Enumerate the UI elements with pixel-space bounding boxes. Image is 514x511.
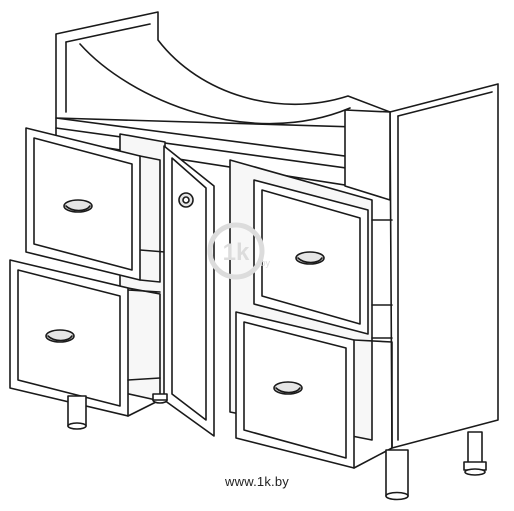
watermark-logo: 1k .by	[207, 222, 271, 280]
drawer-handle-icon	[63, 199, 93, 213]
watermark-text: 1k	[223, 239, 250, 266]
leg-front-right	[385, 449, 409, 501]
drawer-handle-icon	[273, 381, 303, 395]
drawer-handle-icon	[295, 251, 325, 265]
center-door	[163, 145, 215, 437]
drawer-handle-icon	[45, 329, 75, 343]
leg-front-left	[67, 395, 87, 430]
back-panel	[55, 11, 391, 129]
right-side-panel	[389, 83, 499, 449]
door-knob-icon	[178, 192, 194, 208]
leg-back-center	[152, 393, 168, 404]
site-caption: www.1k.by	[225, 474, 289, 489]
watermark-subtext: .by	[258, 258, 271, 268]
leg-back-right	[463, 431, 487, 476]
